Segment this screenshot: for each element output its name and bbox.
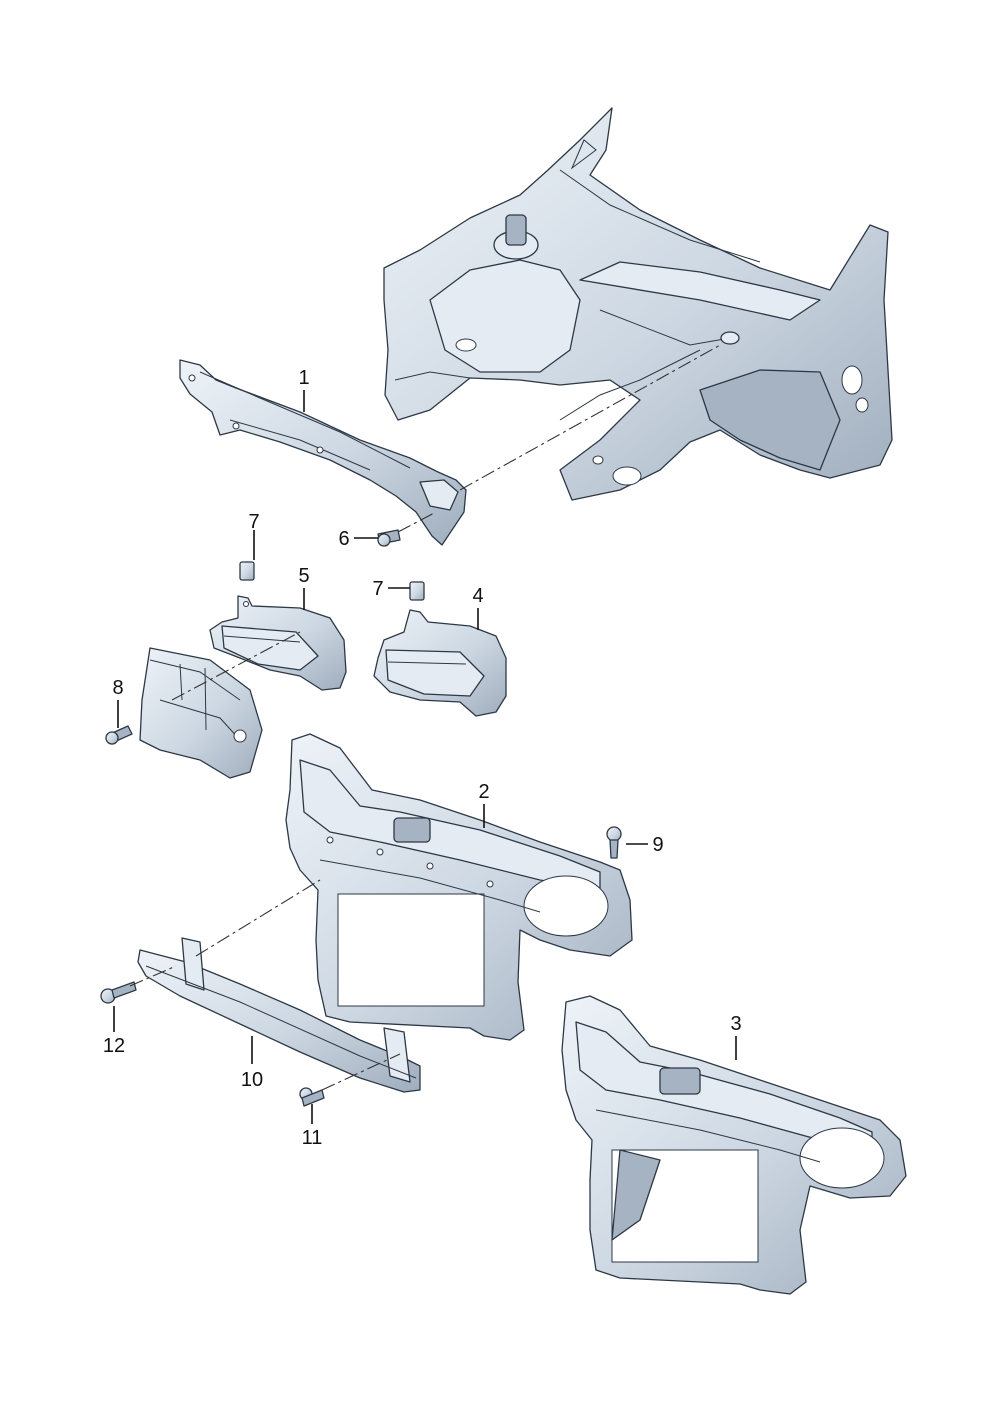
callout-labels: 1 2 3 4 5 6 7 7 8 9 10 11 12 <box>103 367 742 1149</box>
callout-12: 12 <box>103 1035 125 1057</box>
alignment-lines <box>129 343 723 1091</box>
part-10-bumper-reinforcement <box>137 937 421 1093</box>
callout-6: 6 <box>338 528 349 550</box>
callout-9: 9 <box>652 834 663 856</box>
part-1-upper-cross-member <box>179 359 467 546</box>
fastener-7a-clip-nut <box>239 561 255 581</box>
alignment-line-5 <box>171 631 301 701</box>
body-detail-left-inset <box>139 647 263 779</box>
callout-2: 2 <box>478 781 489 803</box>
part-4-air-duct-right <box>373 609 507 717</box>
part-3-front-carrier-assembly <box>561 995 907 1295</box>
alignment-line-10 <box>195 879 321 957</box>
vehicle-front-body-structure <box>383 107 893 501</box>
alignment-line-6 <box>397 511 437 533</box>
callout-7a: 7 <box>248 511 259 533</box>
callout-11: 11 <box>302 1127 323 1149</box>
fastener-6-bolt <box>377 529 401 547</box>
part-2-front-carrier <box>285 733 633 1041</box>
fastener-8-screw <box>105 725 133 745</box>
callout-7b: 7 <box>372 578 383 600</box>
callout-4: 4 <box>472 585 483 607</box>
callout-3: 3 <box>730 1013 741 1035</box>
callout-10: 10 <box>241 1069 263 1091</box>
callout-5: 5 <box>298 565 309 587</box>
callout-leaders <box>113 390 737 1124</box>
fastener-7b-clip-nut <box>409 581 425 601</box>
fastener-9-bolt <box>606 826 622 859</box>
callout-1: 1 <box>298 367 309 389</box>
part-5-air-duct-left <box>209 595 347 691</box>
alignment-line-12 <box>129 965 177 987</box>
callout-8: 8 <box>112 677 123 699</box>
fastener-11-screw <box>299 1087 325 1107</box>
